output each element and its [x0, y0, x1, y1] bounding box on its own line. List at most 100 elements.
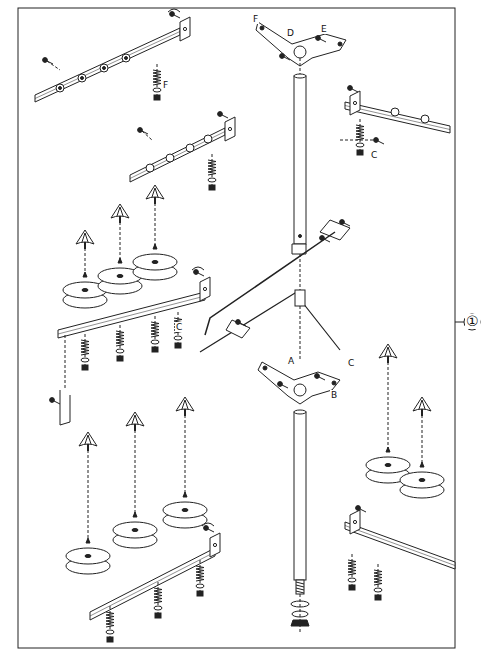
spool-pin-hole [59, 87, 62, 90]
nut [107, 637, 113, 642]
spool-hole [419, 479, 425, 482]
coil-spring [348, 560, 356, 575]
washer [153, 88, 161, 92]
screw-head [50, 398, 55, 403]
bracket-bar [345, 522, 455, 569]
spool-cap [413, 397, 431, 411]
pole-end [294, 74, 306, 78]
cap-rib [82, 233, 85, 242]
thread-guide-hole [338, 42, 342, 46]
cap-rib [120, 207, 123, 216]
spool-pin-hole [81, 77, 84, 80]
bar-edge [35, 32, 180, 99]
nut [155, 613, 161, 618]
part-letter: C [347, 358, 355, 368]
end-bracket [350, 91, 360, 115]
spool-hole [152, 261, 158, 264]
thread-stroke [296, 591, 304, 593]
cap-rib [135, 415, 138, 424]
screw-head [194, 270, 199, 275]
arrow-head [153, 244, 157, 249]
end-bracket [225, 117, 235, 141]
wire-clip [226, 320, 250, 338]
bracket-bar [35, 28, 180, 102]
wire-holder [320, 220, 350, 240]
arrow-head [83, 272, 87, 277]
v-wire [200, 293, 340, 352]
nut [349, 585, 355, 590]
washer [116, 349, 124, 353]
cap-rib [88, 435, 91, 444]
screw-head [278, 382, 283, 387]
assembly-axis [155, 203, 156, 248]
end-bracket [210, 533, 220, 557]
leader-line [455, 322, 464, 323]
part-letter: F [162, 80, 169, 90]
arm-hub [294, 46, 306, 58]
bolt-hole [228, 127, 231, 130]
part-letter: C [175, 322, 183, 332]
end-bracket [350, 510, 360, 534]
spool-pin-hole [103, 67, 106, 70]
top-arm-plate [256, 22, 346, 66]
coil-spring [208, 160, 216, 175]
screw-head [236, 320, 241, 325]
arrow-head [183, 492, 187, 497]
assembly-axis [47, 61, 60, 70]
screw-head [315, 374, 320, 379]
part-letter: E [320, 24, 328, 34]
spool-hole [82, 289, 88, 292]
nut [175, 343, 181, 348]
spool-pin [387, 356, 389, 363]
cap-rib [85, 435, 88, 444]
arrow-head [420, 462, 424, 467]
washer [106, 630, 114, 634]
bolt-hole [213, 543, 216, 546]
spool-pin-washer [391, 108, 399, 116]
screw-shank [360, 509, 366, 512]
cap-rib [85, 233, 88, 242]
mounting-plate [60, 390, 70, 425]
washer [174, 336, 182, 340]
thread-guide-hole [263, 366, 267, 370]
screw-head [356, 506, 361, 511]
cap-rib [132, 415, 135, 424]
spool-pin-washer [421, 115, 429, 123]
part-letter: F [252, 14, 259, 24]
bolt-hole [353, 520, 356, 523]
assembly-axis [300, 58, 301, 74]
screw-shank [319, 377, 325, 380]
cap-rib [117, 207, 120, 216]
screw-head [316, 36, 321, 41]
coil-spring [116, 331, 124, 346]
spool-pin-washer [146, 164, 154, 172]
arrow-head [86, 538, 90, 543]
spool-cap [76, 230, 94, 244]
spool-pin [421, 409, 423, 416]
coil-spring [153, 70, 161, 85]
bracket-bar [345, 102, 450, 133]
screw-shank [284, 57, 290, 60]
cap-rib [388, 347, 391, 356]
spool-disk [400, 472, 444, 488]
end-bracket [180, 17, 190, 41]
coil-spring [356, 125, 364, 140]
spool-hole [385, 464, 391, 467]
spool-pin-washer [204, 135, 212, 143]
washer [348, 578, 356, 582]
spool-cap [146, 185, 164, 199]
arrow-head [118, 258, 122, 263]
screw-head [280, 54, 285, 59]
screw-shank [240, 323, 246, 326]
nut [117, 356, 123, 361]
bracket-bar [58, 292, 205, 338]
end-bracket [200, 277, 210, 301]
spool-hole [182, 509, 188, 512]
spool-pin-washer [56, 84, 64, 92]
threaded-end [296, 580, 304, 594]
lower-pole [294, 412, 306, 580]
assembly-axis [120, 222, 121, 262]
screw-shank [222, 115, 228, 118]
washer [374, 588, 382, 592]
